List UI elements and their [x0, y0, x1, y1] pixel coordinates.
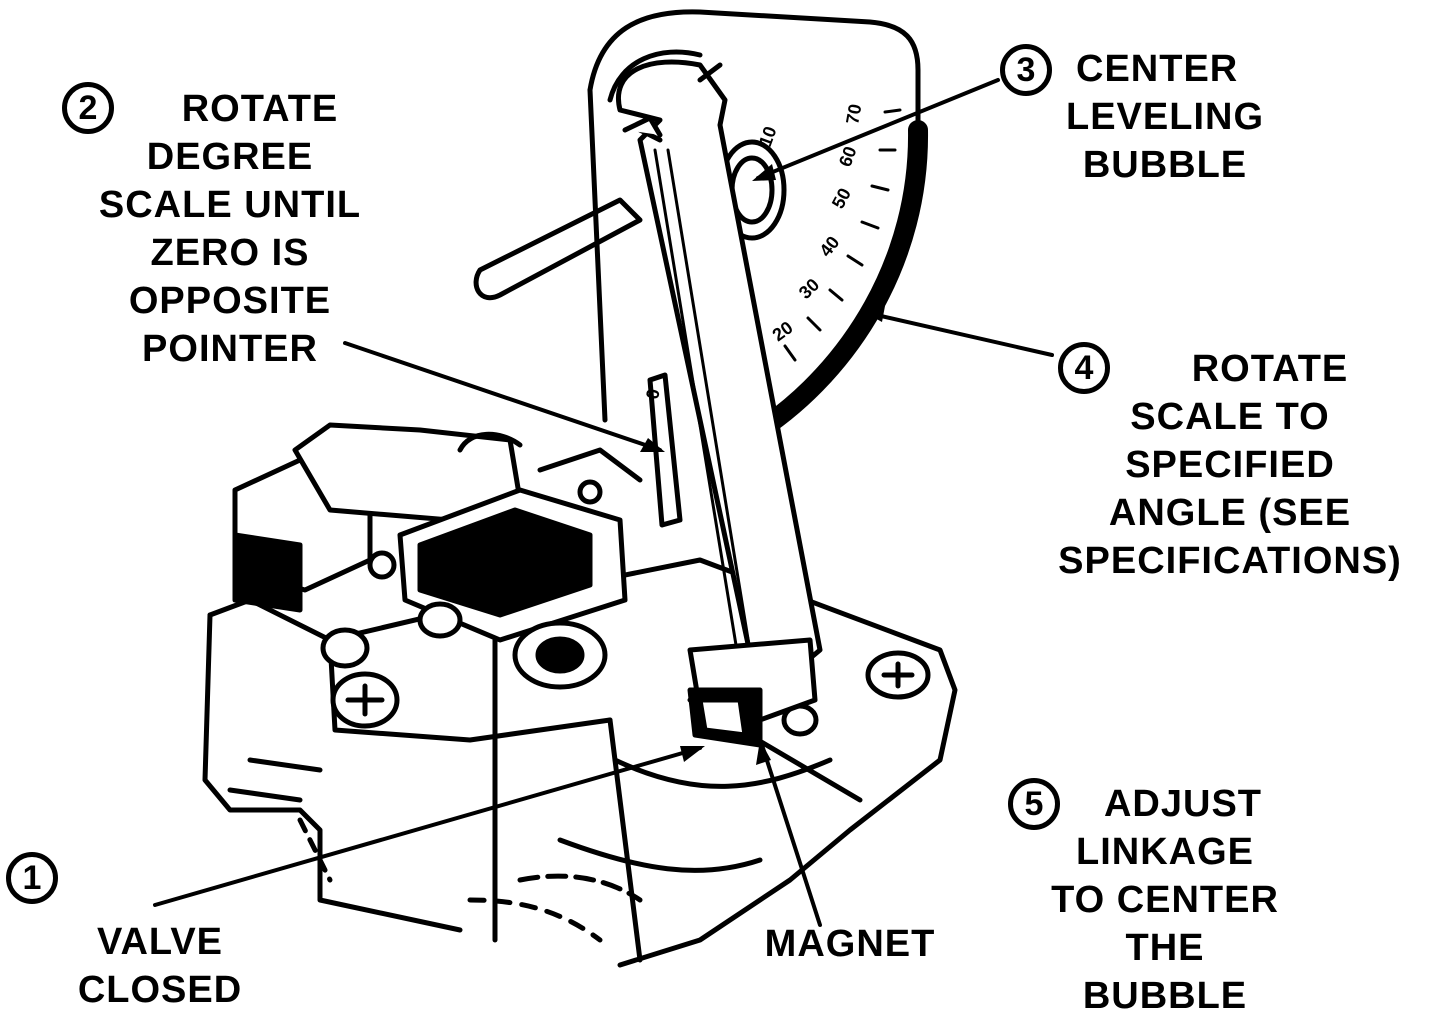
callout-4-line-1: ROTATE — [1191, 348, 1349, 390]
callout-4-text: ROTATE SCALE TO SPECIFIED ANGLE (SEE SPE… — [1035, 345, 1425, 585]
callout-5-line-5: BUBBLE — [1082, 975, 1248, 1017]
scale-mark-70: 70 — [842, 102, 865, 125]
callout-2-line-2: DEGREE — [146, 136, 314, 178]
callout-5-text: ADJUST LINKAGE TO CENTER THE BUBBLE — [1040, 780, 1290, 1020]
scale-mark-0: 0 — [642, 387, 663, 400]
callout-4-line-2: SCALE TO — [1130, 396, 1330, 438]
scale-mark-50: 50 — [828, 185, 855, 212]
callout-1-text: VALVE CLOSED — [55, 918, 265, 1014]
callout-5-line-2: LINKAGE — [1076, 831, 1254, 873]
callout-3-line-2: LEVELING — [1065, 96, 1265, 138]
angle-gauge-frame — [587, 9, 929, 440]
callout-2-badge: 2 — [62, 82, 114, 134]
callout-5-badge: 5 — [1008, 778, 1060, 830]
callout-1-line-2: CLOSED — [77, 969, 243, 1011]
tool-handle — [473, 197, 643, 300]
leader-lines — [153, 78, 1054, 927]
scale-mark-60: 60 — [835, 144, 861, 170]
callout-5-line-3: TO CENTER — [1051, 879, 1279, 921]
callout-5-line-4: THE — [1125, 927, 1205, 969]
callout-3-line-1: CENTER — [1076, 48, 1239, 90]
callout-4-badge: 4 — [1058, 342, 1110, 394]
callout-2-text: ROTATE DEGREE SCALE UNTIL ZERO IS OPPOSI… — [80, 85, 380, 373]
mounting-screws — [320, 479, 931, 737]
callout-3-badge: 3 — [1000, 44, 1052, 96]
gauge-arm — [616, 59, 823, 703]
scale-mark-40: 40 — [815, 232, 843, 260]
magnet-label: MAGNET — [764, 923, 936, 965]
magnet-block — [687, 637, 818, 748]
callout-1-badge: 1 — [6, 852, 58, 904]
callout-2-line-3: SCALE UNTIL — [98, 184, 362, 226]
solenoid-assembly — [232, 422, 643, 643]
callout-3-line-3: BUBBLE — [1082, 144, 1248, 186]
callout-2-line-1: ROTATE — [181, 88, 339, 130]
callout-2-line-6: POINTER — [142, 328, 318, 370]
scale-mark-20: 20 — [769, 317, 797, 345]
callout-4-line-4: ANGLE (SEE — [1108, 492, 1352, 534]
valve-body-housing — [202, 557, 958, 968]
zero-pointer — [647, 372, 683, 528]
scale-mark-30: 30 — [795, 275, 823, 303]
arrowheads — [640, 164, 885, 765]
callout-4-line-5: SPECIFICATIONS) — [1058, 540, 1402, 582]
callout-1-line-1: VALVE — [96, 921, 224, 963]
callout-5-line-1: ADJUST — [1103, 783, 1263, 825]
callout-4-line-3: SPECIFIED — [1125, 444, 1335, 486]
callout-2-line-5: OPPOSITE — [128, 280, 332, 322]
callout-3-text: CENTER LEVELING BUBBLE — [1040, 45, 1290, 189]
callout-2-line-4: ZERO IS — [150, 232, 310, 274]
